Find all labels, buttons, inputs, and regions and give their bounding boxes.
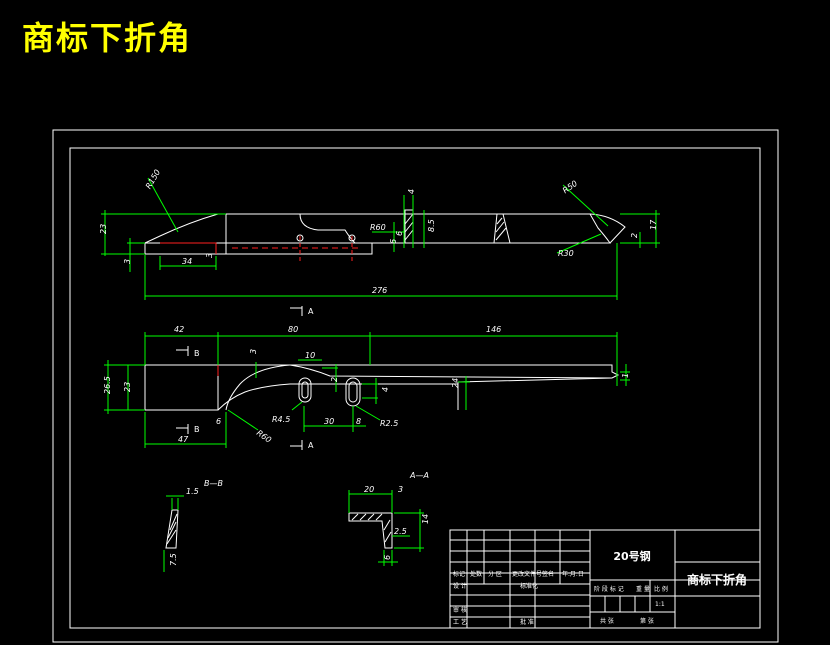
page-title: 商标下折角 xyxy=(22,19,193,57)
top-view: 42 80 146 26.5 23 3 10 2 24 4 6 47 R4.5 … xyxy=(103,325,630,450)
section-mark-b2: B xyxy=(194,425,200,434)
dim-14: 14 xyxy=(421,514,430,524)
side-view-outline xyxy=(144,213,227,244)
dim-1: 1 xyxy=(621,373,630,378)
dim-r60: R60 xyxy=(370,223,386,232)
dim-47: 47 xyxy=(178,435,189,444)
dim-276: 276 xyxy=(372,286,387,295)
section-aa-title: A—A xyxy=(409,471,429,480)
dim-6: 6 xyxy=(395,231,404,236)
section-aa: A—A 20 3 14 2.5 6 xyxy=(348,471,430,566)
tb-zone: 分 区 xyxy=(488,570,502,578)
dim-2b: 2 xyxy=(330,377,339,382)
tb-craft: 工 艺 xyxy=(453,618,467,626)
dim-30: 30 xyxy=(324,417,334,426)
dim-6b: 6 xyxy=(389,239,398,244)
dim-23b: 23 xyxy=(123,382,132,392)
dim-10: 10 xyxy=(305,351,315,360)
section-bb-title: B—B xyxy=(204,479,223,488)
dim-34: 34 xyxy=(182,257,192,266)
dim-r60b: R60 xyxy=(255,428,273,444)
dim-2-5: 2.5 xyxy=(394,527,407,536)
tb-design: 设 计 xyxy=(453,582,467,590)
tb-standard: 标准化 xyxy=(520,582,538,590)
top-view-outline xyxy=(144,364,219,411)
section-mark-a1: A xyxy=(308,307,314,316)
dim-3d: 3 xyxy=(398,485,403,494)
tb-ratio: 比 例 xyxy=(654,585,668,593)
dim-1-5: 1.5 xyxy=(186,487,199,496)
dim-4b: 4 xyxy=(381,387,390,392)
dim-3b: 3 xyxy=(205,253,214,258)
tb-approve: 批 准 xyxy=(520,618,534,626)
section-mark-b1: B xyxy=(194,349,200,358)
dim-17: 17 xyxy=(649,219,658,230)
tb-count: 处数 xyxy=(470,570,482,578)
side-view: R150 R60 R50 R30 23 3 34 3 4 6 8.5 6 2 1… xyxy=(99,168,660,300)
dim-146: 146 xyxy=(486,325,501,334)
dim-r2-5: R2.5 xyxy=(380,419,398,428)
title-part-name: 商标下折角 xyxy=(687,572,747,587)
dim-6d: 6 xyxy=(383,555,392,560)
title-block: 20号钢 商标下折角 标记 处数 分 区 更改文件号 签名 年.月.日 设 计 … xyxy=(449,529,761,629)
section-mark-a2: A xyxy=(308,441,314,450)
inner-frame xyxy=(69,147,761,629)
tb-weight: 重 量 xyxy=(636,585,650,593)
tb-stage: 阶 段 标 记 xyxy=(594,585,624,593)
dim-24: 24 xyxy=(451,378,460,388)
tb-date: 年.月.日 xyxy=(562,570,584,578)
dim-20: 20 xyxy=(364,485,374,494)
tb-sign: 签名 xyxy=(542,570,554,578)
outer-frame xyxy=(52,129,779,643)
dim-3c: 3 xyxy=(249,349,258,354)
dim-8-5: 8.5 xyxy=(427,219,436,232)
dim-26-5: 26.5 xyxy=(103,376,112,394)
dim-7-5: 7.5 xyxy=(169,553,178,566)
dim-6c: 6 xyxy=(216,417,221,426)
dim-4: 4 xyxy=(407,189,416,194)
title-material: 20号钢 xyxy=(613,549,650,563)
dim-r150: R150 xyxy=(144,168,162,191)
dim-8: 8 xyxy=(356,417,361,426)
tb-mark: 标记 xyxy=(453,570,465,578)
dim-23: 23 xyxy=(99,224,108,234)
dim-3: 3 xyxy=(123,259,132,264)
tb-scale: 1:1 xyxy=(655,601,665,608)
tb-sheet-no: 第 张 xyxy=(640,617,654,625)
dim-r30: R30 xyxy=(558,249,574,258)
tb-sheets-total: 共 张 xyxy=(600,617,614,625)
tb-change-doc: 更改文件号 xyxy=(512,570,542,578)
tb-review: 审 核 xyxy=(453,606,467,614)
dim-r50: R50 xyxy=(561,179,579,195)
dim-r4-5: R4.5 xyxy=(272,415,290,424)
section-bb: B—B 1.5 7.5 xyxy=(163,479,223,572)
section-marker-a-top: A xyxy=(290,306,314,316)
dim-2: 2 xyxy=(630,233,639,238)
dim-42: 42 xyxy=(174,325,184,334)
dim-80: 80 xyxy=(288,325,298,334)
